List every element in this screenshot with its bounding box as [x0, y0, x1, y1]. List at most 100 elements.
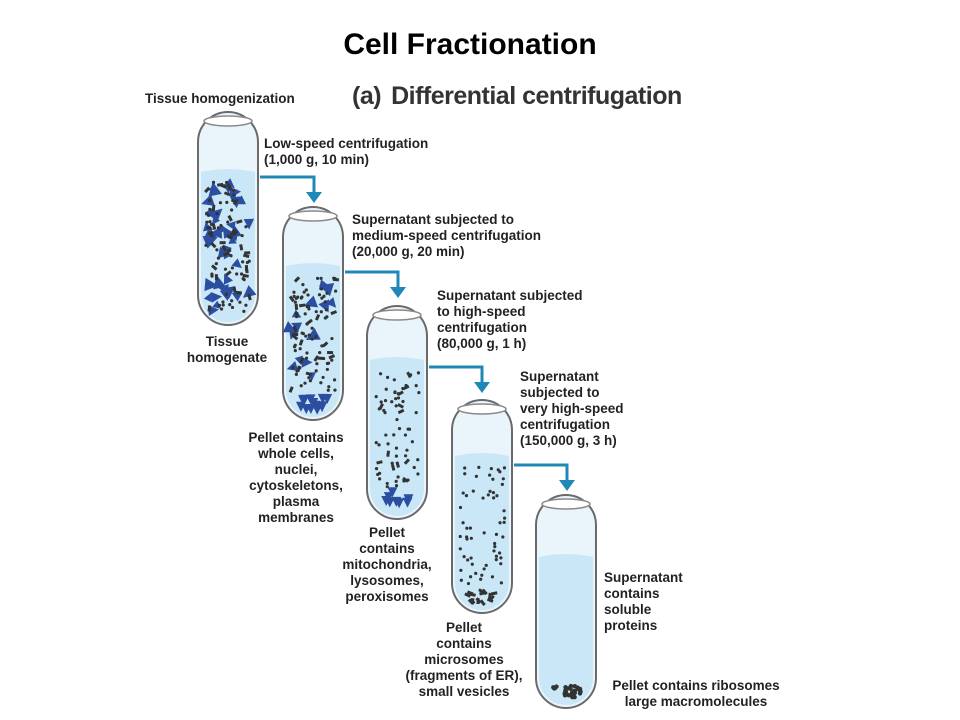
small-particle — [204, 243, 208, 247]
small-particle — [232, 228, 236, 232]
small-particle — [471, 489, 475, 493]
small-particle — [215, 248, 219, 252]
nucleus-particle — [204, 277, 219, 292]
organelle-particle — [406, 371, 412, 379]
small-particle — [416, 458, 420, 462]
small-particle — [405, 448, 409, 452]
nucleus-particle — [325, 297, 337, 308]
small-particle — [225, 180, 229, 185]
small-particle — [292, 290, 296, 294]
small-particle — [402, 479, 406, 483]
small-particle — [229, 254, 233, 258]
small-particle — [490, 575, 495, 579]
small-particle — [499, 581, 503, 585]
small-particle — [293, 349, 297, 353]
arrow-3 — [429, 365, 484, 385]
small-particle — [459, 578, 463, 582]
nucleus-particle — [221, 286, 236, 300]
small-particle — [474, 571, 478, 575]
label-pellet-2: Pellet contains mitochondria, lysosomes,… — [342, 525, 432, 604]
organelle-particle — [232, 286, 237, 294]
small-particle — [392, 378, 396, 382]
organelle-particle — [211, 264, 218, 271]
small-particle — [291, 366, 295, 370]
small-particle — [327, 385, 331, 389]
small-particle — [469, 536, 473, 540]
small-particle — [244, 225, 248, 229]
small-particle — [463, 472, 467, 476]
nucleus-particle — [231, 292, 243, 302]
small-particle — [325, 367, 329, 372]
small-particle — [300, 331, 304, 335]
small-particle — [294, 372, 298, 376]
organelle-particle — [397, 408, 405, 415]
small-particle — [396, 396, 401, 400]
small-particle — [377, 471, 382, 475]
small-particle — [292, 345, 297, 349]
organelle-particle — [298, 303, 306, 308]
small-particle — [221, 303, 225, 307]
pellet-particle — [566, 692, 571, 698]
organelle-particle — [376, 460, 383, 465]
arrow-2 — [345, 270, 400, 290]
small-particle — [458, 505, 463, 510]
small-particle — [397, 426, 402, 431]
label-medium-speed: Supernatant subjected to medium-speed ce… — [352, 212, 542, 259]
small-particle — [308, 379, 312, 383]
small-particle — [499, 556, 503, 560]
nucleus-particle — [303, 295, 319, 308]
small-particle — [491, 477, 495, 481]
small-particle — [488, 473, 492, 477]
small-particle — [230, 299, 234, 303]
small-particle — [216, 256, 221, 260]
nucleus-particle — [209, 226, 223, 239]
small-particle — [307, 376, 311, 380]
small-particle — [214, 262, 218, 266]
small-particle — [305, 351, 309, 355]
small-particle — [307, 333, 311, 337]
small-particle — [220, 307, 224, 311]
organelle-particle — [232, 198, 239, 206]
small-particle — [393, 390, 397, 395]
small-particle — [417, 391, 421, 395]
pellet-particle — [308, 397, 319, 408]
organelle-particle — [226, 234, 234, 240]
small-particle — [406, 478, 410, 482]
small-particle — [310, 326, 314, 330]
organelle-particle — [397, 403, 404, 409]
pellet-particle — [402, 497, 413, 508]
pellet-particle — [470, 598, 475, 605]
nucleus-particle — [209, 208, 223, 222]
organelle-particle — [299, 357, 305, 364]
small-particle — [304, 334, 308, 338]
small-particle — [247, 294, 251, 298]
organelle-particle — [313, 355, 320, 362]
small-particle — [502, 509, 506, 513]
small-particle — [404, 383, 408, 388]
small-particle — [228, 303, 232, 307]
small-particle — [293, 300, 297, 304]
small-particle — [298, 366, 302, 370]
arrow-1-head — [306, 192, 322, 203]
pellet-particle — [301, 404, 312, 415]
small-particle — [384, 433, 388, 437]
small-particle — [468, 526, 473, 530]
small-particle — [318, 351, 322, 355]
small-particle — [494, 532, 499, 536]
arrow-4 — [514, 463, 569, 483]
small-particle — [235, 272, 239, 276]
nucleus-particle — [208, 182, 218, 192]
small-particle — [303, 312, 307, 316]
small-particle — [498, 521, 502, 525]
nucleus-particle — [301, 356, 313, 368]
label-tissue-homogenate: Tissue homogenate — [186, 334, 268, 365]
small-particle — [305, 322, 309, 326]
small-particle — [310, 337, 314, 341]
organelle-particle — [211, 204, 216, 212]
nucleus-particle — [286, 360, 299, 372]
small-particle — [488, 489, 492, 493]
nucleus-particle — [203, 292, 212, 303]
small-particle — [494, 558, 498, 562]
organelle-particle — [204, 186, 211, 194]
